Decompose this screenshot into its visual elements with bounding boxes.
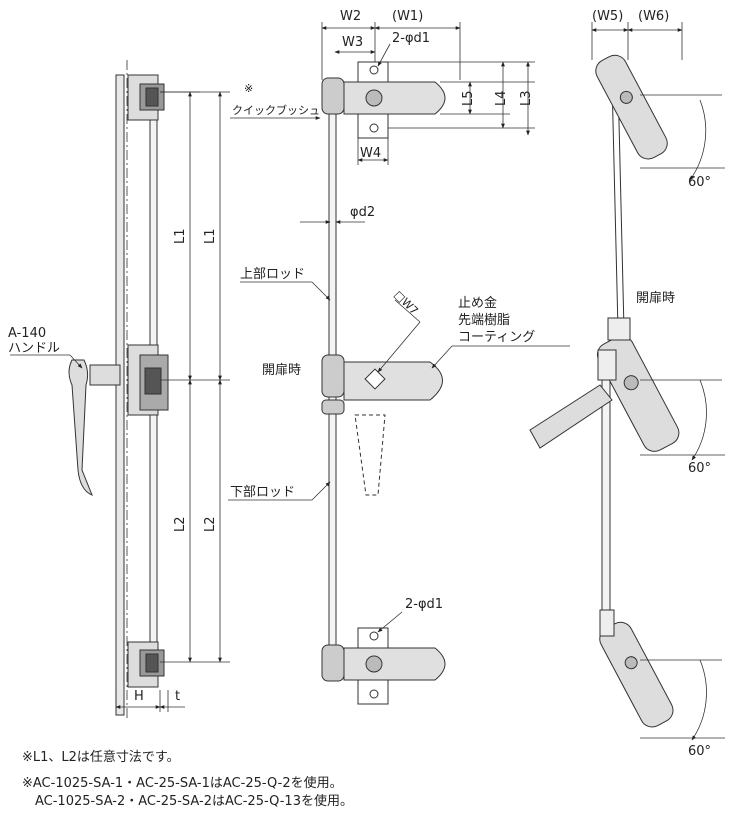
quick-bush-mark: ※: [244, 82, 253, 95]
dim-W7: □W7: [392, 288, 421, 317]
note-dimension: ※L1、L2は任意寸法です。: [22, 750, 180, 765]
left-dim-lines: [10, 91, 230, 712]
stopper-line-2: 先端樹脂: [458, 313, 510, 328]
dim-t: t: [175, 689, 180, 704]
dim-hole-bottom: 2-φd1: [405, 597, 443, 612]
rod-diameter: φd2: [350, 205, 375, 220]
right-middle-latch: [596, 335, 680, 452]
dim-W5: (W5): [592, 9, 623, 24]
quick-bush-label: クイックブッシュ: [232, 103, 320, 117]
stopper-line-3: コーティング: [458, 330, 535, 345]
dim-W3: W3: [342, 35, 363, 50]
right-rod-upper: [611, 79, 619, 331]
center-dim-lines: [228, 22, 570, 633]
dim-L1-b: L1: [203, 228, 218, 244]
handle-lever: [68, 359, 121, 496]
dim-W1: (W1): [392, 9, 423, 24]
door-panel: [115, 74, 125, 716]
dim-W6: (W6): [638, 9, 669, 24]
note-model-1: ※AC-1025-SA-1・AC-25-SA-1はAC-25-Q-2を使用。: [22, 776, 343, 791]
handle-kana: ハンドル: [8, 341, 60, 356]
right-handle: [529, 384, 613, 449]
note-model-2: AC-1025-SA-2・AC-25-SA-2はAC-25-Q-13を使用。: [22, 794, 353, 809]
dim-L5: L5: [461, 90, 476, 106]
left-view: A-140 ハンドル L1 L1 L2 L2 H t: [8, 60, 230, 720]
dim-L2-a: L2: [173, 516, 188, 532]
top-bracket: [127, 74, 165, 121]
dim-L1-a: L1: [173, 228, 188, 244]
lower-rod-label: 下部ロッド: [230, 485, 295, 500]
top-latch: [321, 61, 446, 139]
dim-L4: L4: [494, 90, 509, 106]
right-view: (W5) (W6) 60° 開扉時 60° 60°: [529, 9, 725, 759]
angle-arcs: [591, 22, 725, 741]
angle-top: 60°: [688, 175, 711, 190]
bottom-latch: [321, 627, 446, 705]
stopper-line-1: 止め金: [458, 295, 497, 311]
dim-L3: L3: [519, 90, 534, 106]
right-top-latch: [595, 54, 668, 160]
center-view: W2 (W1) W3 2-φd1 W4 L5 L4 L3 ※ クイックブッシュ …: [228, 9, 570, 705]
dim-W4: W4: [360, 146, 381, 161]
open-state-center: 開扉時: [262, 362, 301, 378]
open-state-right: 開扉時: [636, 290, 675, 306]
middle-latch: [321, 354, 443, 496]
angle-bottom: 60°: [688, 744, 711, 759]
angle-middle: 60°: [688, 461, 711, 476]
dim-hole-top: 2-φd1: [392, 31, 430, 46]
dim-H: H: [134, 689, 144, 704]
right-rod-lower: [601, 379, 611, 631]
handle-label: A-140: [8, 326, 46, 341]
bottom-bracket: [127, 641, 165, 688]
dim-L2-b: L2: [203, 516, 218, 532]
middle-bracket: [127, 344, 169, 416]
right-bottom-latch: [599, 621, 674, 728]
dim-W2: W2: [340, 9, 361, 24]
upper-rod-label: 上部ロッド: [240, 267, 305, 282]
